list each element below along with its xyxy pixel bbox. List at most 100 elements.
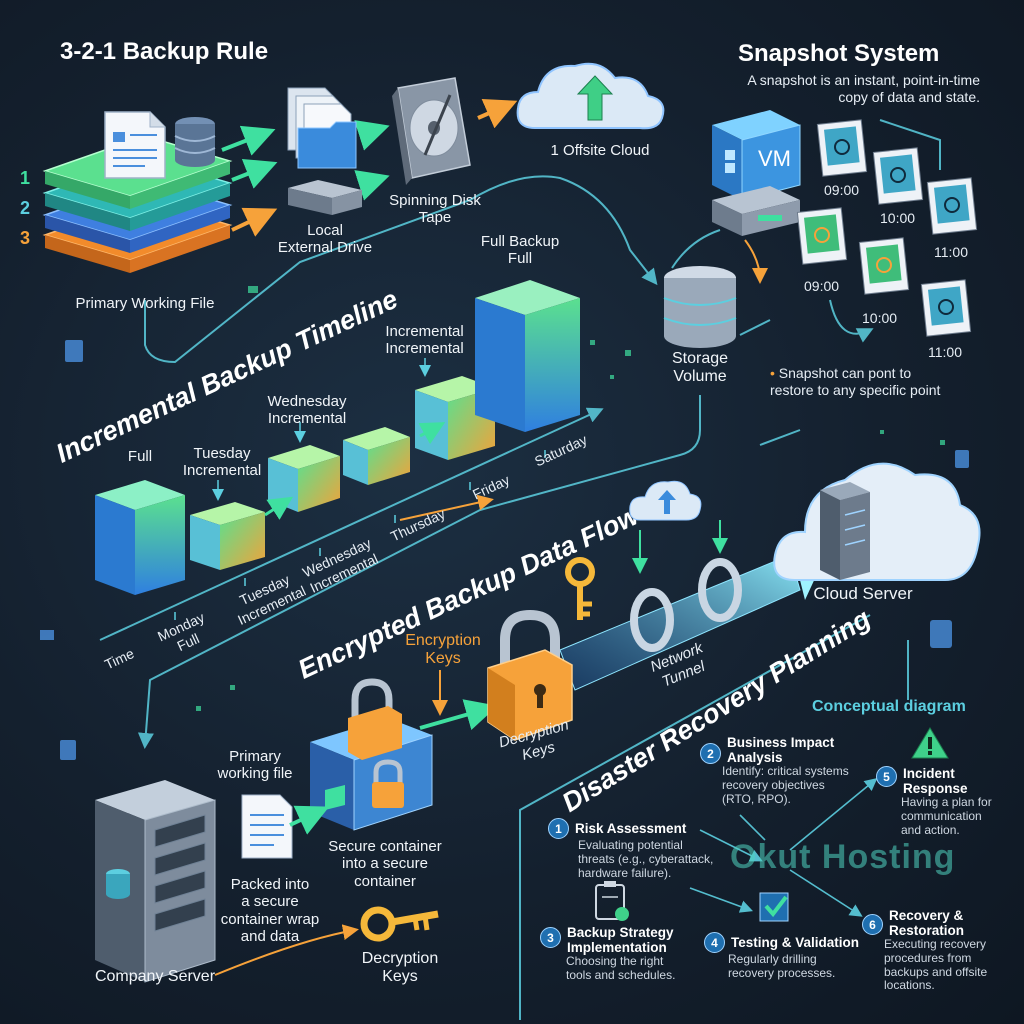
dr-step-5-desc: Having a plan for communication and acti…: [901, 795, 1016, 837]
secure-container-label-line1: Secure container: [328, 838, 442, 855]
spinning-disk-label-line2: Tape: [418, 209, 452, 227]
offsite-cloud-label: 1 Offsite Cloud: [550, 142, 650, 159]
bar-label-wednesday-line1: Wednesday: [267, 393, 347, 410]
layer-number-2: 2: [20, 198, 31, 218]
decryption-keys-bottom-line2: Keys: [382, 968, 418, 986]
dr-step-5-desc-line1: Having a plan for: [901, 795, 992, 809]
dr-step-6-desc-line1: Executing recovery: [884, 937, 987, 951]
spinning-disk-label-line1: Spinning Disk: [389, 192, 481, 209]
bar-label-full-backup-line1: Full Backup: [480, 233, 560, 250]
layer-number-1: 1: [20, 168, 31, 188]
packed-label-line1: Packed into: [230, 876, 310, 893]
database-icon: [174, 117, 216, 167]
dr-step-3-badge: 3: [540, 927, 561, 948]
dr-step-1-desc-line1: Evaluating potential: [578, 838, 683, 852]
bar-label-tuesday-line1: Tuesday: [193, 445, 251, 462]
dr-step-2-badge: 2: [700, 743, 721, 764]
dr-step-2-title2: Analysis: [727, 750, 783, 765]
dr-step-6-desc-line4: locations.: [884, 978, 935, 993]
dr-step-3-title: Backup Strategy: [567, 925, 674, 940]
primary-working-file-bottom-line1: Primary: [229, 748, 281, 765]
primary-working-file-bottom-label: Primary working file: [195, 748, 315, 783]
dr-step-5-title: Incident: [903, 766, 955, 781]
secure-container-label: Secure container into a secure container: [310, 838, 460, 890]
snapshot-note: • Snapshot can pont to restore to any sp…: [770, 365, 990, 399]
local-drive-label-line2: External Drive: [277, 239, 373, 257]
packed-label-line4: and data: [240, 927, 300, 945]
dr-step-5: 5 Incident Response Having a plan for co…: [876, 766, 1016, 837]
storage-volume-label: Storage Volume: [650, 350, 750, 387]
storage-volume-label-line1: Storage: [671, 350, 729, 367]
storage-volume-label-line2: Volume: [673, 368, 727, 386]
snapshot-note-line1-text: Snapshot can pont to: [778, 365, 912, 381]
dr-step-6-desc-line2: procedures from: [884, 950, 972, 965]
bar-label-incremental: Incremental Incremental: [372, 323, 477, 358]
decryption-keys-bottom-line1: Decryption: [361, 950, 439, 967]
company-server-label: Company Server: [94, 968, 216, 985]
snapshot-description-line1: A snapshot is an instant, point-in-time: [747, 72, 980, 88]
encryption-keys-label-line1: Encryption: [405, 632, 481, 649]
encryption-keys-label: Encryption Keys: [388, 632, 498, 669]
dr-step-4-desc-line2: recovery processes.: [728, 965, 836, 980]
dr-step-1-title: Risk Assessment: [575, 821, 687, 836]
bar-label-wednesday-line2: Incremental: [267, 410, 347, 428]
dr-step-1-desc: Evaluating potential threats (e.g., cybe…: [578, 838, 738, 880]
dr-step-2-desc-line2: recovery objectives: [722, 777, 825, 792]
local-drive-label-line1: Local: [307, 222, 343, 239]
bar-label-tuesday: Tuesday Incremental: [172, 445, 272, 480]
cloud-server-label: Cloud Server: [813, 584, 913, 603]
dr-step-3-desc-line2: tools and schedules.: [566, 967, 676, 982]
layer-numbers: 1 2 3: [20, 168, 30, 249]
bar-full-backup: [475, 280, 580, 432]
dr-step-5-badge: 5: [876, 766, 897, 787]
dr-step-4-badge: 4: [704, 932, 725, 953]
snapshot-title: Snapshot System: [738, 40, 940, 67]
dr-step-3-desc: Choosing the right tools and schedules.: [566, 954, 710, 983]
snapshot-time-5: 10:00: [862, 310, 898, 326]
dr-step-4-desc: Regularly drilling recovery processes.: [728, 952, 879, 981]
spinning-disk-label: Spinning Disk Tape: [375, 192, 495, 227]
dr-step-2: 2 Business Impact Analysis Identify: cri…: [700, 735, 875, 806]
snapshot-description-line2: copy of data and state.: [838, 88, 980, 105]
bar-label-wednesday: Wednesday Incremental: [252, 393, 362, 428]
packed-label: Packed into a secure container wrap and …: [205, 876, 335, 945]
vm-label: VM: [758, 146, 791, 171]
bar-label-full-backup-line2: Full: [507, 250, 533, 268]
bar-label-incremental-line1: Incremental: [385, 323, 464, 340]
dr-step-2-desc: Identify: critical systems recovery obje…: [722, 764, 875, 806]
primary-working-file-bottom-line2: working file: [217, 765, 293, 783]
dr-step-4: 4 Testing & Validation Regularly drillin…: [704, 932, 879, 981]
dr-step-3: 3 Backup Strategy Implementation Choosin…: [540, 925, 710, 983]
dr-step-6-desc: Executing recovery procedures from backu…: [884, 937, 1012, 993]
dr-step-6-desc-line3: backups and offsite: [884, 964, 988, 979]
snapshot-description: A snapshot is an instant, point-in-time …: [712, 72, 980, 106]
dr-step-4-title: Testing & Validation: [731, 935, 860, 950]
dr-step-1-desc-line3: hardware failure).: [578, 865, 672, 880]
decryption-keys-bottom-label: Decryption Keys: [340, 950, 460, 987]
secure-container-label-line3: container: [354, 872, 416, 890]
dr-step-6-title2: Restoration: [889, 923, 965, 938]
snapshot-time-3: 11:00: [934, 244, 968, 260]
document-icon: [104, 111, 166, 179]
primary-working-file-label: Primary Working File: [75, 295, 215, 312]
snapshot-frame-2: [872, 147, 924, 205]
packed-label-line3: container wrap: [220, 910, 320, 928]
dr-step-1: 1 Risk Assessment Evaluating potential t…: [548, 818, 738, 880]
bar-wednesday: [268, 445, 340, 512]
secure-container-label-line2: into a secure: [342, 855, 428, 873]
